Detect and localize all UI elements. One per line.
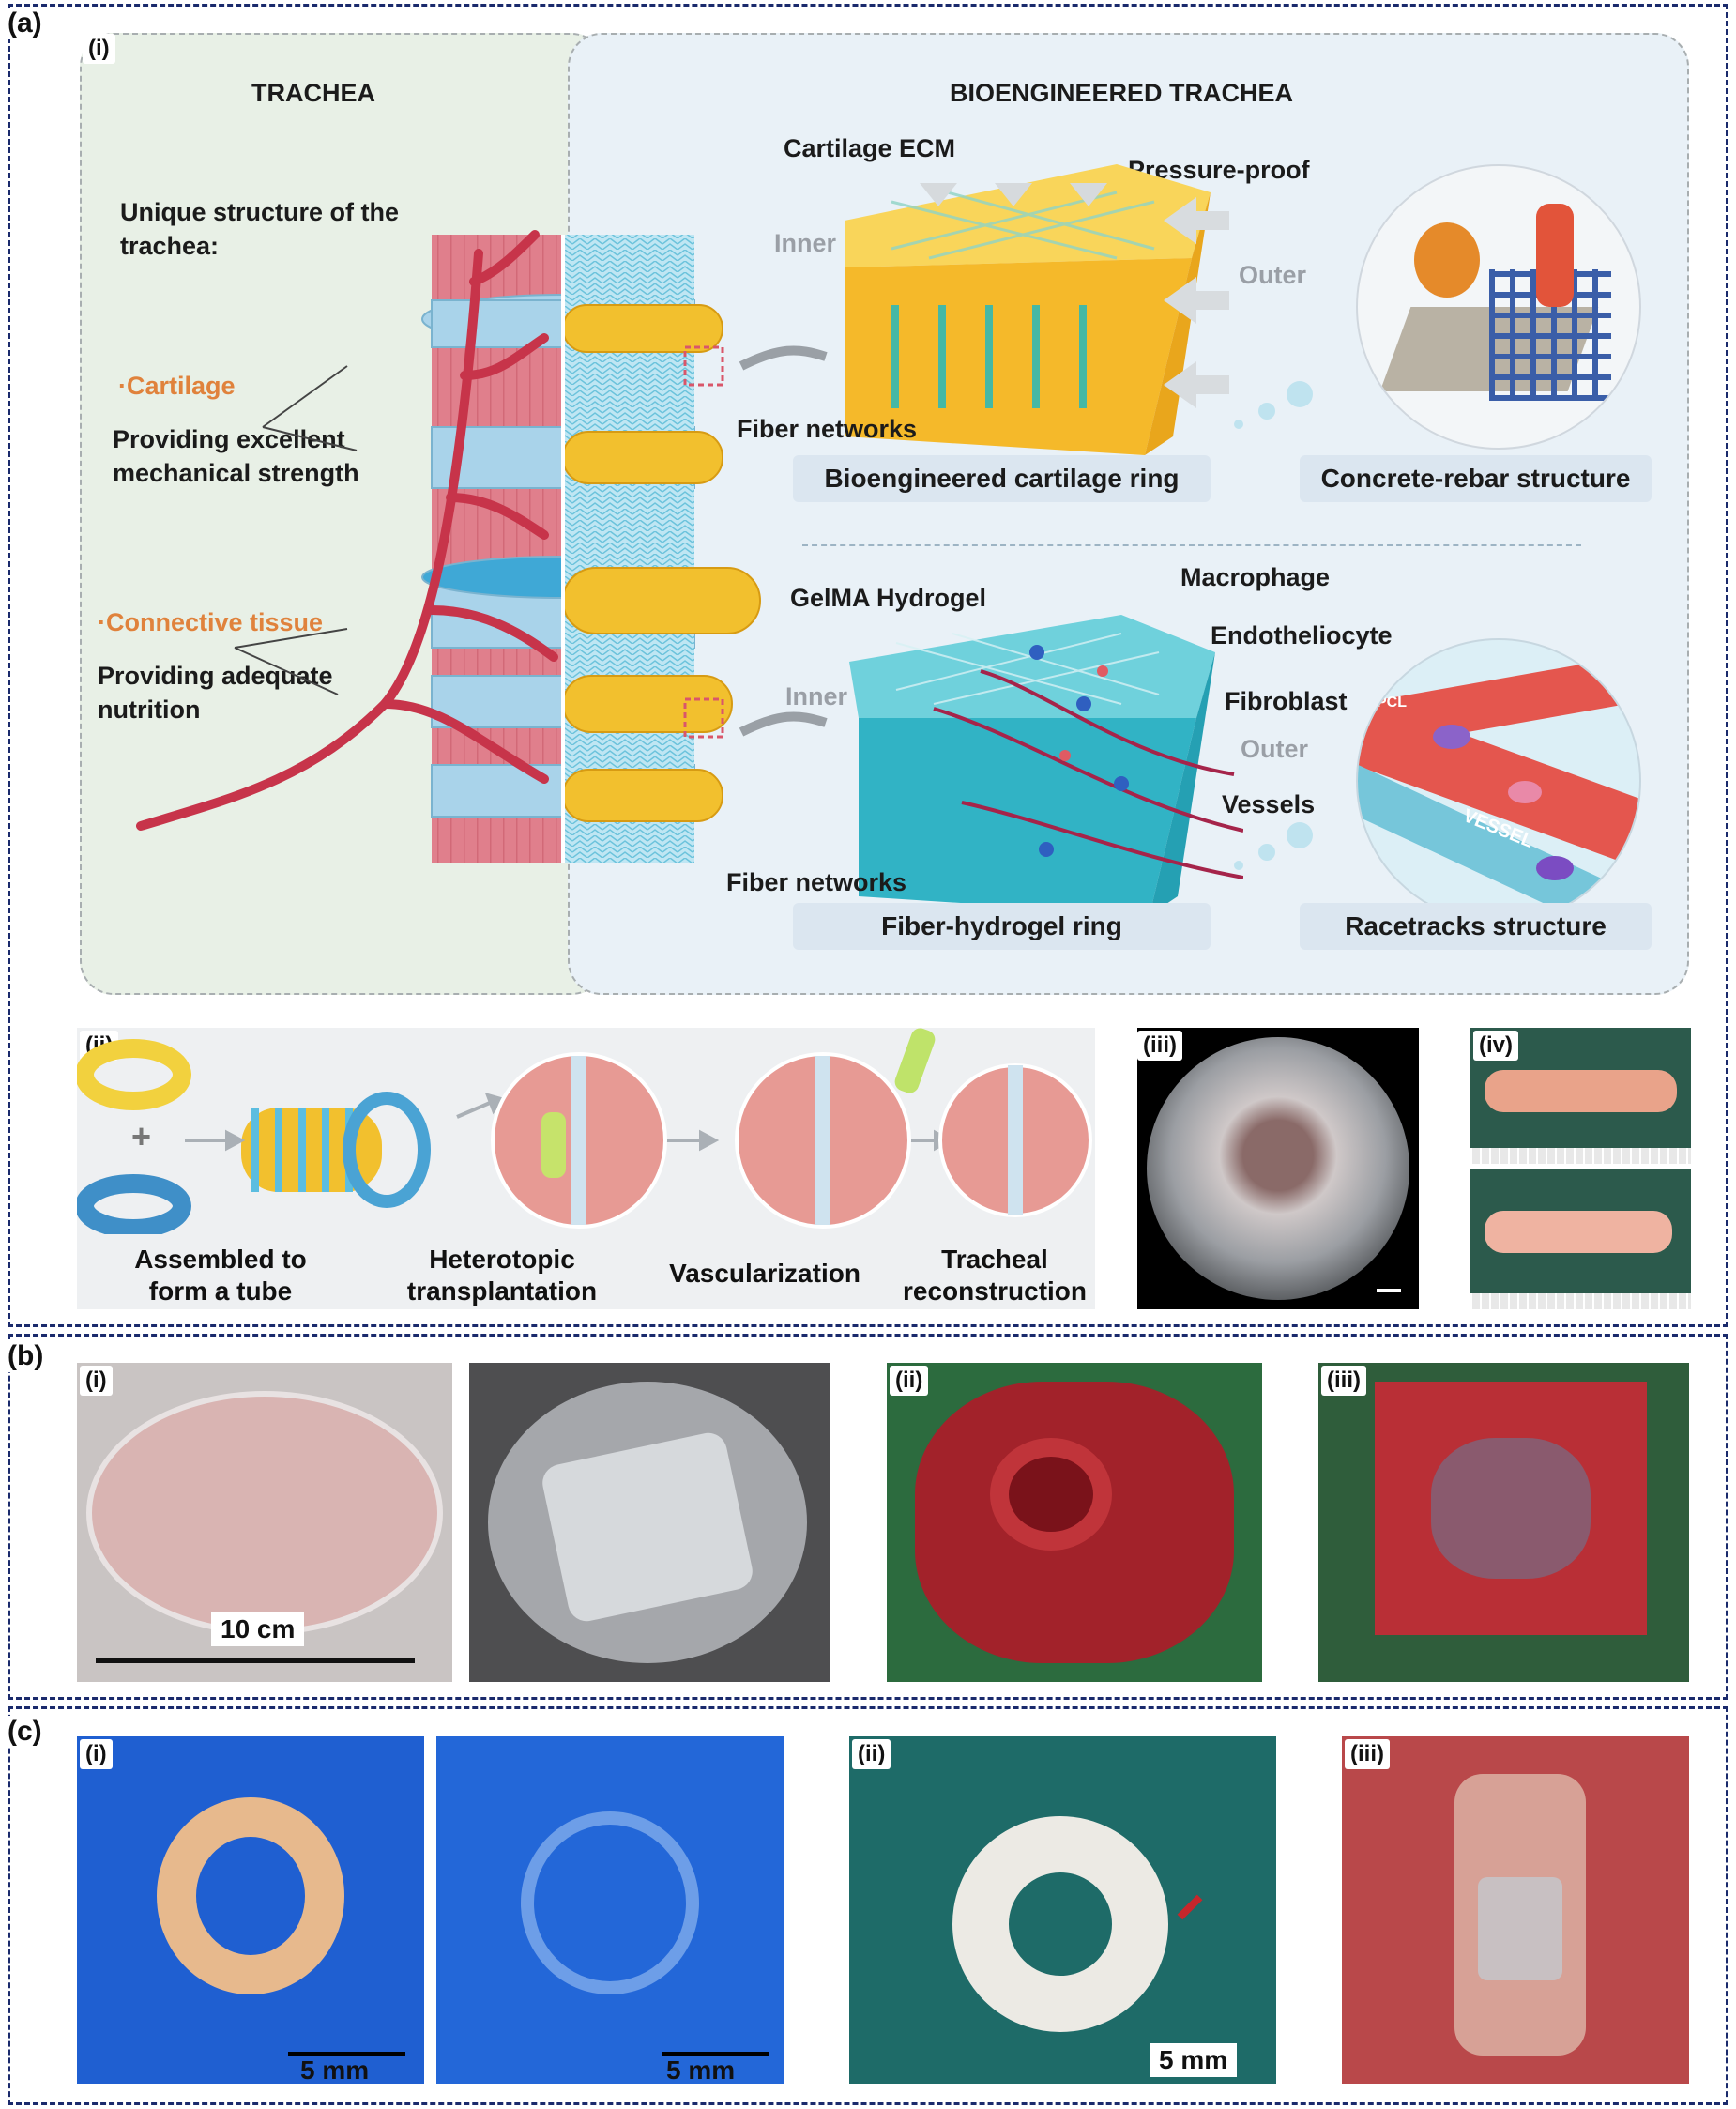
assembled-tube: [241, 1092, 431, 1208]
fiber-hydrogel-block: [849, 615, 1243, 915]
step-vascularization: Vascularization: [669, 1259, 860, 1288]
sub-label-b-i: (i): [80, 1366, 113, 1396]
concrete-rebar-illustration: [1356, 164, 1641, 450]
trachea-title: TRACHEA: [251, 79, 375, 107]
surgery-photo-b-iii: [1318, 1363, 1689, 1682]
outer-label-top: Outer: [1239, 261, 1307, 289]
gelma-hydrogel-label: GelMA Hydrogel: [790, 584, 987, 612]
scale-5mm-3: 5 mm: [1150, 2043, 1238, 2077]
specimen-photo-bottom: [1470, 1169, 1691, 1309]
yellow-rings: [562, 304, 761, 822]
panel-c-label: (c): [4, 1716, 46, 1748]
cartilage-heading: ·Cartilage: [118, 372, 236, 400]
vessels-label: Vessels: [1222, 790, 1316, 818]
surgery-photo-b-ii: [887, 1363, 1262, 1682]
petri-dish-photo: [77, 1363, 452, 1682]
surgery-photo-c-iii: [1342, 1736, 1689, 2084]
endotheliocyte-label: Endotheliocyte: [1211, 621, 1393, 650]
blood-vessels: [136, 230, 558, 831]
sub-label-a-iv: (iv): [1473, 1031, 1518, 1061]
sub-label-b-iii: (iii): [1321, 1366, 1366, 1396]
blue-ring-icon: [77, 1174, 191, 1234]
ring-photo-2: [436, 1736, 784, 2084]
trachea-illustration: [136, 230, 828, 863]
panel-b-frame: [8, 1334, 1728, 1700]
outer-label-bottom: Outer: [1241, 735, 1309, 763]
bubbles-top: [1234, 381, 1313, 429]
panel-b-label: (b): [4, 1340, 48, 1372]
cartilage-ecm-label: Cartilage ECM: [784, 134, 956, 162]
sub-label-c-iii: (iii): [1345, 1739, 1390, 1769]
membrane-photo: [469, 1363, 830, 1682]
pcl-label: PCL: [1377, 695, 1407, 711]
step-heterotopic: Heterotopic transplantation: [406, 1245, 598, 1306]
connective-description: Providing adequate nutrition: [98, 662, 333, 724]
macrophage-label: Macrophage: [1180, 563, 1331, 591]
fibroblast-label: Fibroblast: [1225, 687, 1348, 715]
racetracks-structure-label: Racetracks structure: [1300, 903, 1652, 950]
ring-photo-1: [77, 1736, 424, 2084]
bioengineered-cartilage-ring-label: Bioengineered cartilage ring: [793, 455, 1211, 502]
panel-c-frame: [8, 1706, 1728, 2105]
fiber-hydrogel-ring-label: Fiber-hydrogel ring: [793, 903, 1211, 950]
cartilage-ring-block: [845, 164, 1211, 455]
panel-a-label: (a): [4, 8, 46, 39]
scale-10cm: 10 cm: [211, 1612, 305, 1646]
ring-photo-3: [849, 1736, 1276, 2084]
inner-label-bottom: Inner: [785, 682, 848, 711]
racetracks-illustration: PCL VESSEL: [1356, 638, 1641, 924]
scale-5mm-2: 5 mm: [666, 2056, 736, 2085]
plus-sign: +: [131, 1117, 152, 1155]
endoscope-image: [1137, 1028, 1419, 1309]
bioengineered-trachea-title: BIOENGINEERED TRACHEA: [950, 79, 1294, 107]
pressure-arrows: [1164, 197, 1229, 408]
concrete-rebar-structure-label: Concrete-rebar structure: [1300, 455, 1652, 502]
sub-label-b-ii: (ii): [890, 1366, 929, 1396]
section-divider: [802, 544, 1581, 546]
fiber-networks-label-bottom: Fiber networks: [726, 868, 907, 896]
transplant-circles: [491, 1028, 1092, 1229]
workflow-illustration: [77, 1028, 1092, 1234]
sub-label-a-i: (i): [83, 34, 115, 64]
connective-tissue-heading: ·Connective tissue: [98, 608, 324, 636]
unique-structure-text: Unique structure of the trachea:: [120, 198, 400, 260]
step-reconstruction: Tracheal reconstruction: [902, 1245, 1088, 1306]
step-assembled: Assembled to form a tube: [134, 1245, 307, 1306]
panel-a-frame: [8, 4, 1728, 1327]
yellow-ring-icon: [77, 1039, 191, 1110]
sub-label-a-iii: (iii): [1137, 1031, 1182, 1061]
fiber-networks-label-top: Fiber networks: [737, 415, 918, 443]
inner-label-top: Inner: [774, 229, 837, 257]
cartilage-description: Providing excellent mechanical strength: [113, 425, 359, 487]
sub-label-c-i: (i): [80, 1739, 113, 1769]
sub-label-c-ii: (ii): [852, 1739, 891, 1769]
bubbles-bottom: [1234, 822, 1313, 870]
scale-5mm-1: 5 mm: [300, 2056, 370, 2085]
